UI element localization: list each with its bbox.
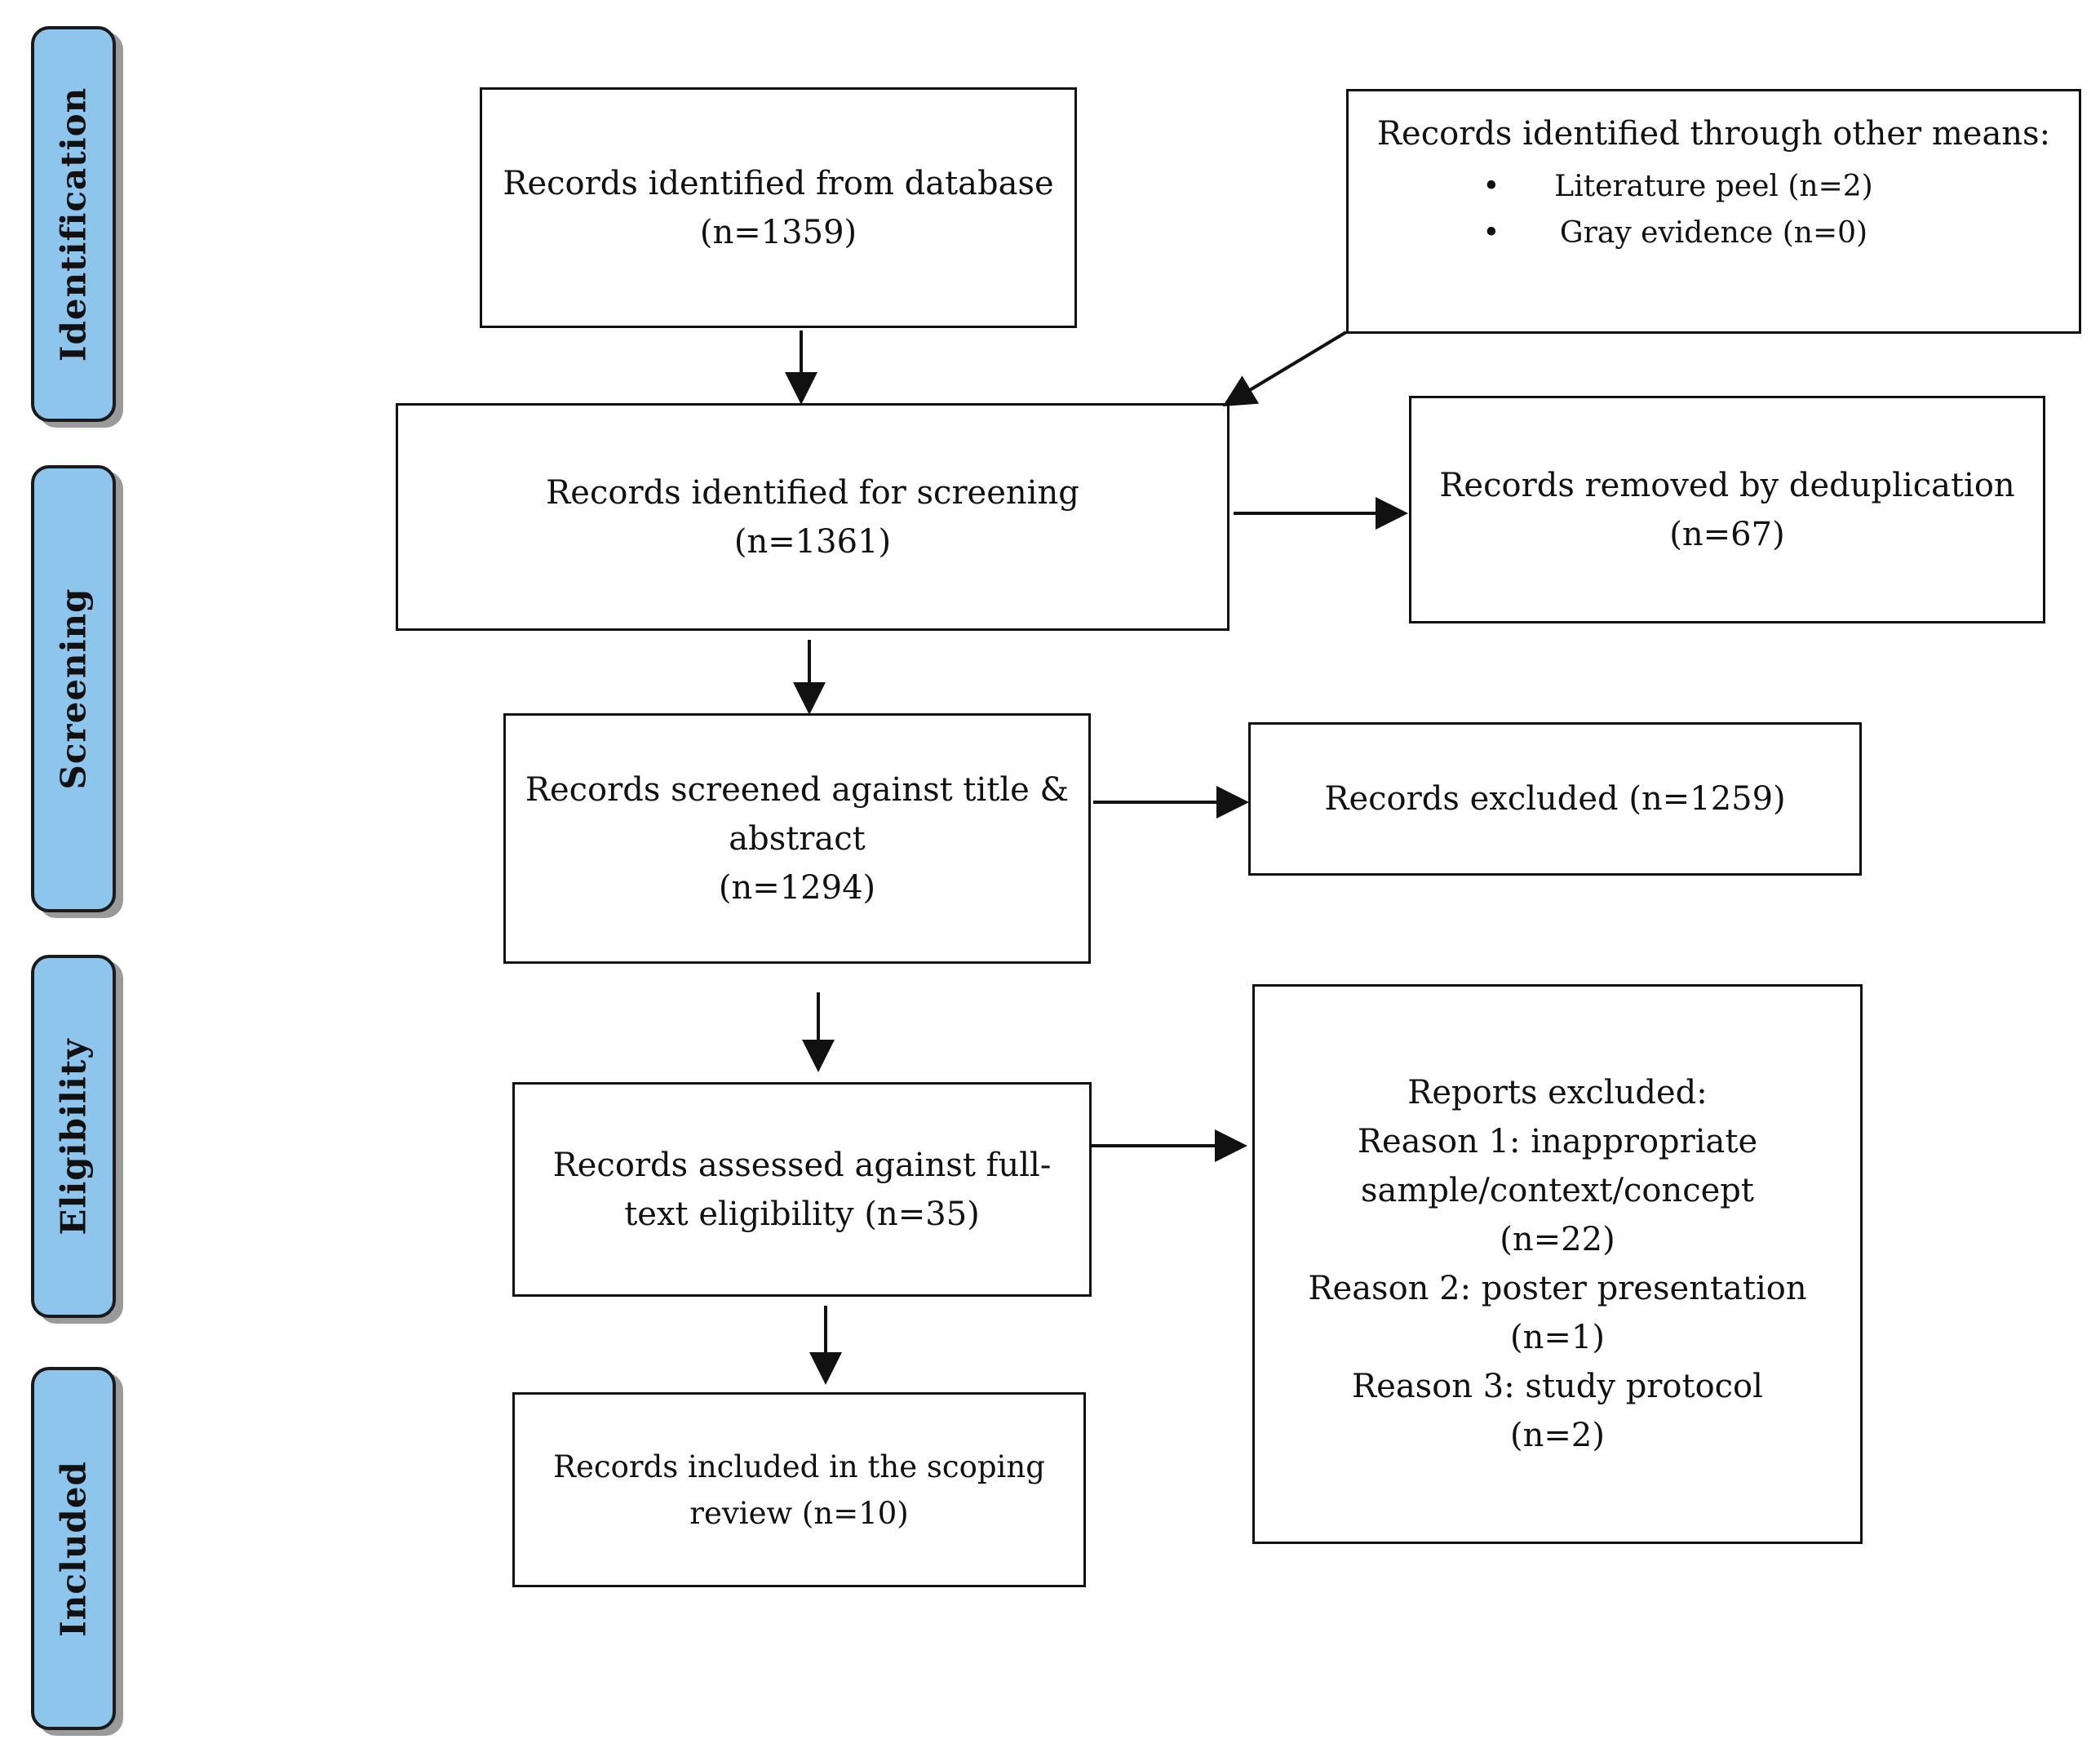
bullet-icon: • <box>1482 170 1500 203</box>
list-item-text: Gray evidence (n=0) <box>1559 216 1868 250</box>
list-item: • Gray evidence (n=0) <box>1482 210 1872 256</box>
box-text: sample/context/concept <box>1361 1172 1754 1209</box>
box-title: Records identified through other means: <box>1376 115 2051 153</box>
box-text: Reason 1: inappropriate <box>1357 1123 1758 1160</box>
box-records-for-screening: Records identified for screening (n=1361… <box>396 403 1229 631</box>
box-count: (n=2) <box>1510 1417 1605 1454</box>
phase-identification: Identification <box>31 26 116 422</box>
box-text: abstract <box>729 819 866 858</box>
box-text: Records identified for screening <box>546 473 1079 512</box>
box-text: Reason 3: study protocol <box>1352 1368 1763 1405</box>
box-text: Records included in the scoping <box>553 1449 1045 1484</box>
box-text: Records excluded (n=1259) <box>1324 780 1786 818</box>
box-records-from-database: Records identified from database (n=1359… <box>480 87 1077 328</box>
box-full-text-assessment: Records assessed against full- text elig… <box>512 1082 1092 1297</box>
box-removed-deduplication: Records removed by deduplication (n=67) <box>1409 396 2045 623</box>
other-means-list: • Literature peel (n=2) • Gray evidence (n… <box>1482 163 1873 256</box>
box-count: (n=67) <box>1669 515 1785 553</box>
box-text: Records identified from database <box>503 164 1054 202</box>
box-text: text eligibility (n=35) <box>624 1195 980 1233</box>
phase-screening: Screening <box>31 465 116 912</box>
box-text: Reports excluded: <box>1407 1074 1708 1111</box>
box-count: (n=1294) <box>718 868 876 907</box>
bullet-icon: • <box>1482 216 1500 250</box>
list-item: • Literature peel (n=2) <box>1482 163 1873 210</box>
phase-included: Included <box>31 1367 116 1730</box>
box-text: Records removed by deduplication <box>1439 466 2015 504</box>
box-text: Reason 2: poster presentation <box>1308 1270 1807 1307</box>
box-records-other-means: Records identified through other means: … <box>1346 89 2081 334</box>
phase-eligibility: Eligibility <box>31 955 116 1318</box>
box-count: (n=1) <box>1510 1319 1605 1356</box>
box-count: (n=1359) <box>699 213 857 251</box>
box-text: review (n=10) <box>689 1495 909 1531</box>
box-records-excluded: Records excluded (n=1259) <box>1248 722 1862 876</box>
box-records-included: Records included in the scoping review (… <box>512 1392 1086 1587</box>
list-item-text: Literature peel (n=2) <box>1554 170 1873 203</box>
box-text: Records screened against title & <box>525 770 1070 809</box>
box-reports-excluded: Reports excluded: Reason 1: inappropriat… <box>1252 984 1863 1544</box>
box-count: (n=1361) <box>733 522 892 561</box>
box-text: Records assessed against full- <box>552 1146 1052 1184</box>
box-count: (n=22) <box>1500 1221 1615 1258</box>
arrow-other-to-screening <box>1222 331 1348 407</box>
